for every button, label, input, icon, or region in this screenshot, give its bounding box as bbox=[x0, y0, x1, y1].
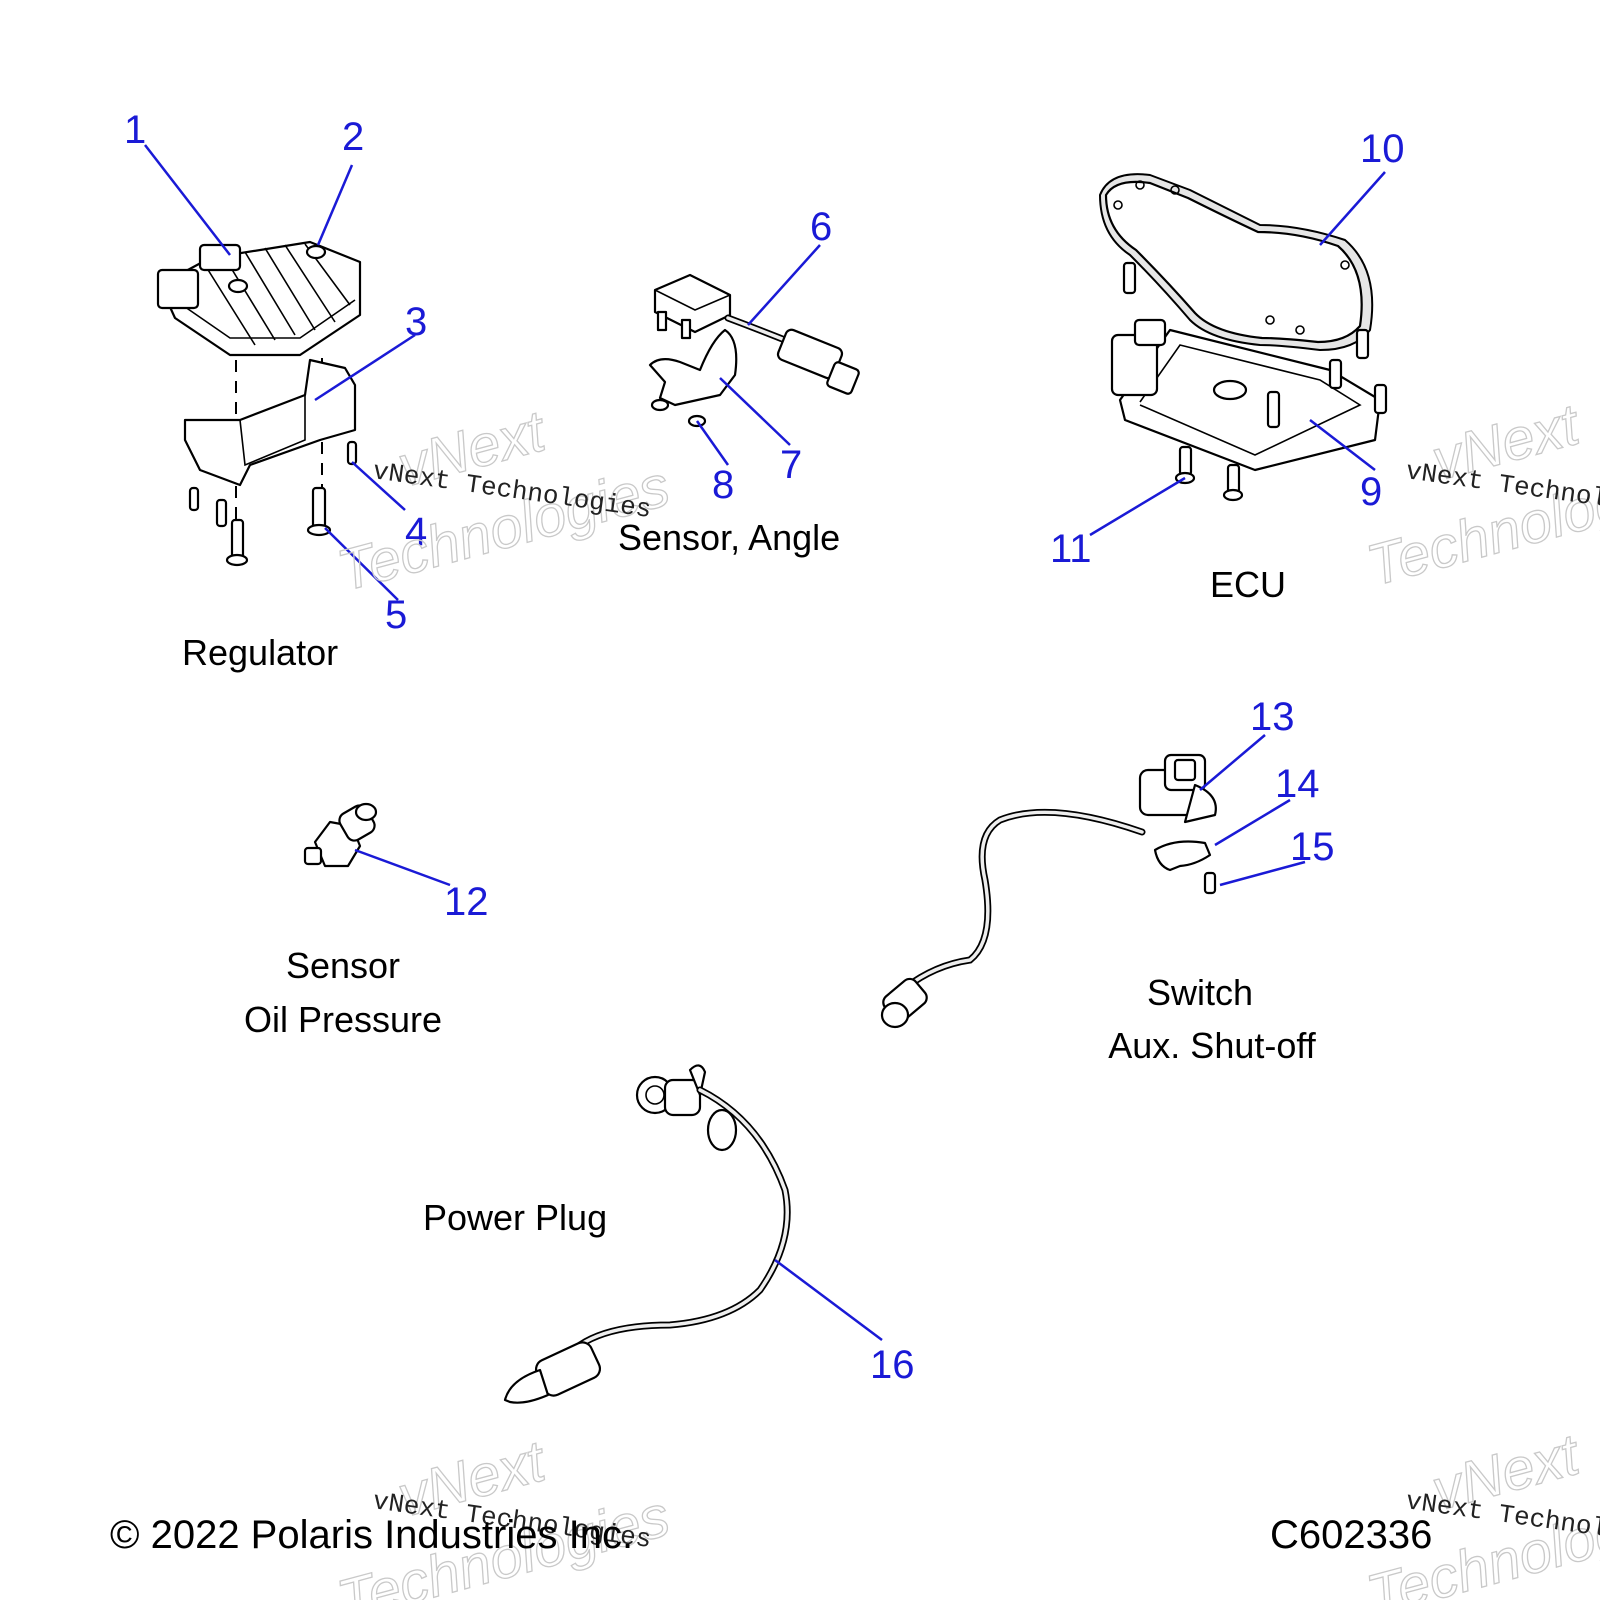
callout-11: 11 bbox=[1050, 527, 1092, 571]
power-plug bbox=[503, 1064, 791, 1404]
angle-sensor-body bbox=[653, 273, 732, 334]
caption-switch-line1: Switch bbox=[1147, 972, 1253, 1013]
callout-2: 2 bbox=[342, 115, 364, 159]
callout-numbers: 1 2 3 4 5 6 7 8 9 10 11 12 13 14 15 16 bbox=[124, 108, 1405, 1387]
leader-lines bbox=[144, 144, 1386, 1342]
caption-switch-line2: Aux. Shut-off bbox=[1108, 1025, 1316, 1066]
watermarks: vNext Technologies vNext Technologies vN… bbox=[330, 391, 1600, 1600]
caption-power-plug: Power Plug bbox=[423, 1197, 607, 1238]
copyright-text: © 2022 Polaris Industries Inc. bbox=[110, 1513, 633, 1557]
callout-6: 6 bbox=[810, 205, 832, 249]
caption-regulator: Regulator bbox=[182, 632, 338, 673]
callout-1: 1 bbox=[124, 108, 146, 152]
callout-4: 4 bbox=[405, 510, 427, 554]
oil-pressure-sensor bbox=[303, 802, 378, 868]
regulator-bracket bbox=[183, 358, 357, 487]
regulator-assembly bbox=[156, 240, 362, 567]
ecu-studs bbox=[1122, 261, 1388, 502]
callout-5: 5 bbox=[385, 593, 407, 637]
callout-3: 3 bbox=[405, 300, 427, 344]
ecu-assembly bbox=[1099, 173, 1388, 502]
callout-13: 13 bbox=[1250, 695, 1295, 739]
drawing-id: C602336 bbox=[1270, 1513, 1432, 1557]
caption-sensor-angle: Sensor, Angle bbox=[618, 517, 840, 558]
callout-15: 15 bbox=[1290, 825, 1335, 869]
angle-sensor-bracket bbox=[648, 328, 738, 407]
angle-sensor-assembly bbox=[648, 273, 860, 428]
callout-10: 10 bbox=[1360, 127, 1405, 171]
caption-sensor-oil-line1: Sensor bbox=[286, 945, 400, 986]
ecu-housing bbox=[1118, 328, 1382, 472]
aux-shutoff-switch bbox=[880, 753, 1217, 1029]
captions: Regulator Sensor, Angle ECU Sensor Oil P… bbox=[182, 517, 1317, 1238]
caption-ecu: ECU bbox=[1210, 564, 1286, 605]
callout-16: 16 bbox=[870, 1343, 915, 1387]
caption-sensor-oil-line2: Oil Pressure bbox=[244, 999, 442, 1040]
callout-7: 7 bbox=[780, 443, 802, 487]
callout-14: 14 bbox=[1275, 762, 1320, 806]
footer: © 2022 Polaris Industries Inc. C602336 bbox=[110, 1513, 1432, 1557]
regulator-bolts bbox=[188, 440, 358, 567]
callout-12: 12 bbox=[444, 880, 489, 924]
callout-9: 9 bbox=[1360, 470, 1382, 514]
callout-8: 8 bbox=[712, 463, 734, 507]
